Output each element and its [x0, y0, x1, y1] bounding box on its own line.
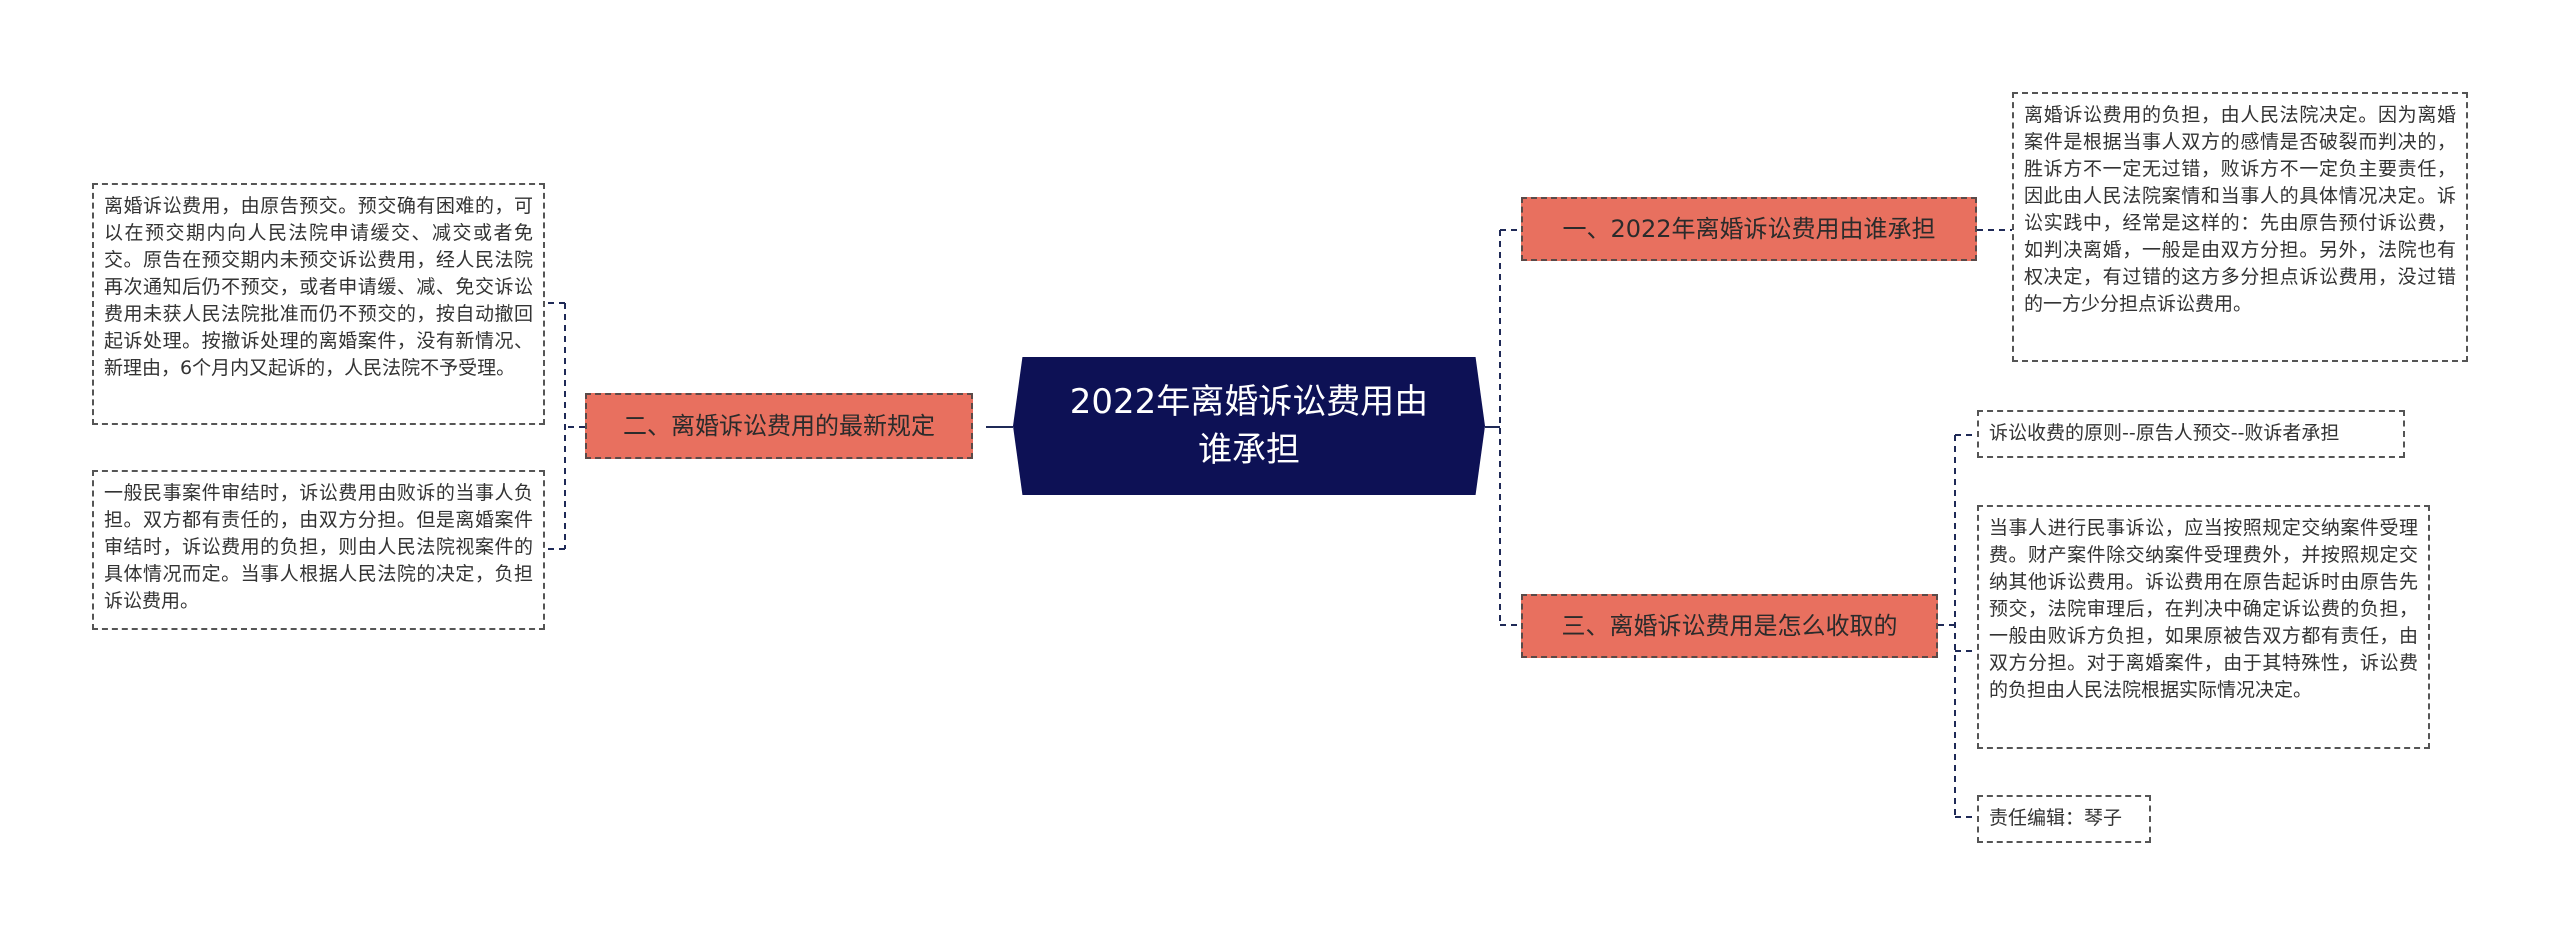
leaf-3-2-text: 当事人进行民事诉讼，应当按照规定交纳案件受理费。财产案件除交纳案件受理费外，并按…: [1989, 517, 2418, 701]
leaf-3-3-text: 责任编辑：琴子: [1989, 807, 2123, 829]
leaf-2-2[interactable]: 一般民事案件审结时，诉讼费用由败诉的当事人负担。双方都有责任的，由双方分担。但是…: [92, 470, 545, 630]
root-topic[interactable]: 2022年离婚诉讼费用由谁承担: [1013, 357, 1485, 495]
branch-topic-1[interactable]: 一、2022年离婚诉讼费用由谁承担: [1521, 197, 1977, 261]
branch-topic-1-label: 一、2022年离婚诉讼费用由谁承担: [1562, 215, 1936, 243]
leaf-3-1-text: 诉讼收费的原则--原告人预交--败诉者承担: [1989, 422, 2340, 444]
branch-topic-2-label: 二、离婚诉讼费用的最新规定: [623, 412, 935, 440]
leaf-3-3[interactable]: 责任编辑：琴子: [1977, 795, 2151, 843]
branch-topic-3-label: 三、离婚诉讼费用是怎么收取的: [1561, 612, 1898, 640]
leaf-2-2-text: 一般民事案件审结时，诉讼费用由败诉的当事人负担。双方都有责任的，由双方分担。但是…: [104, 482, 533, 612]
root-topic-label: 2022年离婚诉讼费用由谁承担: [1069, 382, 1429, 470]
branch-topic-2[interactable]: 二、离婚诉讼费用的最新规定: [585, 393, 973, 459]
leaf-2-1[interactable]: 离婚诉讼费用，由原告预交。预交确有困难的，可以在预交期内向人民法院申请缓交、减交…: [92, 183, 545, 425]
leaf-3-1[interactable]: 诉讼收费的原则--原告人预交--败诉者承担: [1977, 410, 2405, 458]
leaf-2-1-text: 离婚诉讼费用，由原告预交。预交确有困难的，可以在预交期内向人民法院申请缓交、减交…: [104, 195, 533, 379]
leaf-3-2[interactable]: 当事人进行民事诉讼，应当按照规定交纳案件受理费。财产案件除交纳案件受理费外，并按…: [1977, 505, 2430, 749]
branch-topic-3[interactable]: 三、离婚诉讼费用是怎么收取的: [1521, 594, 1938, 658]
leaf-1-1-text: 离婚诉讼费用的负担，由人民法院决定。因为离婚案件是根据当事人双方的感情是否破裂而…: [2024, 104, 2456, 315]
leaf-1-1[interactable]: 离婚诉讼费用的负担，由人民法院决定。因为离婚案件是根据当事人双方的感情是否破裂而…: [2012, 92, 2468, 362]
